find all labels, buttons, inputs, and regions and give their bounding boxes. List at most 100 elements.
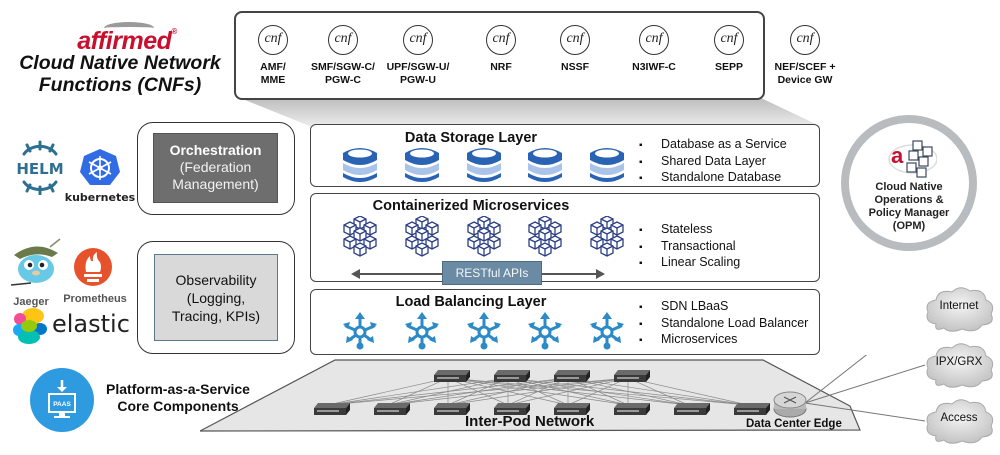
switch-icon bbox=[314, 403, 350, 415]
data-storage-bullets: Database as a ServiceShared Data LayerSt… bbox=[639, 137, 787, 187]
kubernetes-icon bbox=[80, 149, 120, 185]
observability-line-2: (Logging, bbox=[186, 290, 246, 306]
cnf-label: N3IWF-C bbox=[632, 61, 676, 73]
paas-line-1: Platform-as-a-Service bbox=[106, 381, 250, 397]
switch-icon bbox=[674, 403, 710, 415]
network-link bbox=[627, 377, 749, 406]
cnf-icon: cnf bbox=[486, 25, 516, 55]
edge-links bbox=[804, 355, 926, 422]
bullet-item: Stateless bbox=[639, 222, 740, 239]
edge-link bbox=[804, 402, 926, 422]
elastic-label: elastic bbox=[52, 310, 130, 338]
network-link bbox=[327, 377, 509, 406]
paas-line-2: Core Components bbox=[117, 398, 239, 414]
container-cluster-icon bbox=[465, 215, 503, 258]
container-cluster-icon bbox=[526, 215, 564, 258]
network-link bbox=[387, 377, 629, 406]
monitor-download-icon: PAAS bbox=[48, 380, 76, 418]
load-balancer-icon bbox=[465, 312, 503, 352]
opm-line-1: Cloud Native bbox=[875, 181, 943, 193]
container-cluster-icon bbox=[588, 215, 626, 258]
jaeger-logo: Jaeger bbox=[6, 237, 66, 308]
switch-icon bbox=[434, 370, 470, 382]
network-link bbox=[507, 377, 629, 406]
cnf-label: SEPP bbox=[714, 61, 743, 73]
network-link bbox=[327, 377, 569, 406]
edge-router-icon bbox=[773, 391, 807, 418]
cnf-icon: cnf bbox=[258, 25, 288, 55]
prometheus-icon bbox=[74, 248, 112, 286]
load-balancer-icon bbox=[526, 312, 564, 352]
orchestration-title: Orchestration bbox=[169, 142, 262, 158]
network-switches bbox=[314, 370, 770, 415]
database-icon bbox=[403, 145, 441, 185]
logo-wordmark: affirmed bbox=[77, 27, 172, 55]
prometheus-logo: Prometheus bbox=[60, 247, 130, 307]
switch-icon bbox=[614, 370, 650, 382]
prometheus-label: Prometheus bbox=[63, 293, 127, 305]
title-line-1: Cloud Native Network bbox=[19, 52, 221, 74]
network-link bbox=[447, 377, 629, 406]
cloud-ipx-grx: IPX/GRX bbox=[922, 340, 996, 390]
load-balancer-icon bbox=[588, 312, 626, 352]
load-balancing-bullets: SDN LBaaSStandalone Load BalancerMicrose… bbox=[639, 299, 808, 349]
microservices-bullets: StatelessTransactionalLinear Scaling bbox=[639, 222, 740, 272]
cnf-label: NEF/SCEF +Device GW bbox=[774, 61, 836, 86]
container-cluster-icon bbox=[341, 215, 379, 258]
paas-icon: PAAS bbox=[30, 368, 94, 432]
network-link bbox=[567, 377, 629, 406]
bullet-item: Microservices bbox=[639, 332, 808, 349]
observability-block: Observability (Logging, Tracing, KPIs) bbox=[154, 254, 278, 341]
affirmed-logo: affirmed® bbox=[62, 22, 192, 55]
elastic-icon bbox=[13, 308, 47, 344]
cloud-label: IPX/GRX bbox=[935, 356, 983, 368]
jaeger-label: Jaeger bbox=[13, 296, 49, 308]
cnf-label: NSSF bbox=[560, 61, 589, 73]
load-balancer-icon-row bbox=[341, 312, 626, 352]
switch-icon bbox=[614, 403, 650, 415]
database-icon bbox=[526, 145, 564, 185]
inter-pod-network-diagram bbox=[200, 355, 926, 432]
cnf-icon: cnf bbox=[560, 25, 590, 55]
opm-line-4: (OPM) bbox=[892, 220, 926, 232]
opm-label: Cloud Native Operations & Policy Manager… bbox=[849, 181, 969, 233]
switch-icon bbox=[554, 370, 590, 382]
elastic-logo: elastic bbox=[12, 307, 132, 347]
bullet-item: Transactional bbox=[639, 239, 740, 256]
cloud-icon bbox=[926, 343, 994, 388]
switch-icon bbox=[494, 370, 530, 382]
microservices-title: Containerized Microservices bbox=[372, 198, 570, 214]
cloud-label: Internet bbox=[939, 300, 979, 312]
cnf-label: SMF/SGW-C/PGW-C bbox=[311, 61, 375, 86]
inter-pod-network-label: Inter-Pod Network bbox=[465, 413, 595, 430]
switch-icon bbox=[554, 403, 590, 415]
title-line-2: Functions (CNFs) bbox=[38, 74, 202, 96]
helm-logo: HELM bbox=[16, 140, 64, 195]
edge-link bbox=[804, 355, 868, 404]
opm-line-2: Operations & bbox=[874, 194, 944, 206]
switch-icon bbox=[734, 403, 770, 415]
network-link bbox=[327, 377, 449, 406]
data-storage-layer: Data Storage Layer Database as a Service… bbox=[310, 124, 820, 187]
paas-icon-text: PAAS bbox=[53, 401, 71, 408]
observability-title: Observability bbox=[175, 272, 257, 288]
load-balancer-icon bbox=[341, 312, 379, 352]
database-icon bbox=[465, 145, 503, 185]
opm-logo-icon: a bbox=[888, 140, 937, 178]
paas-label: Platform-as-a-Service Core Components bbox=[98, 381, 258, 415]
cnf-label: UPF/SGW-U/PGW-U bbox=[386, 61, 450, 86]
orchestration-panel: Orchestration (Federation Management) bbox=[137, 122, 295, 215]
cloud-icon bbox=[926, 399, 994, 444]
cnf-icon: cnf bbox=[639, 25, 669, 55]
restful-apis-badge: RESTful APIs bbox=[442, 261, 542, 285]
cloud-label: Access bbox=[940, 412, 978, 424]
orchestration-block: Orchestration (Federation Management) bbox=[153, 133, 278, 203]
database-icon bbox=[341, 145, 379, 185]
